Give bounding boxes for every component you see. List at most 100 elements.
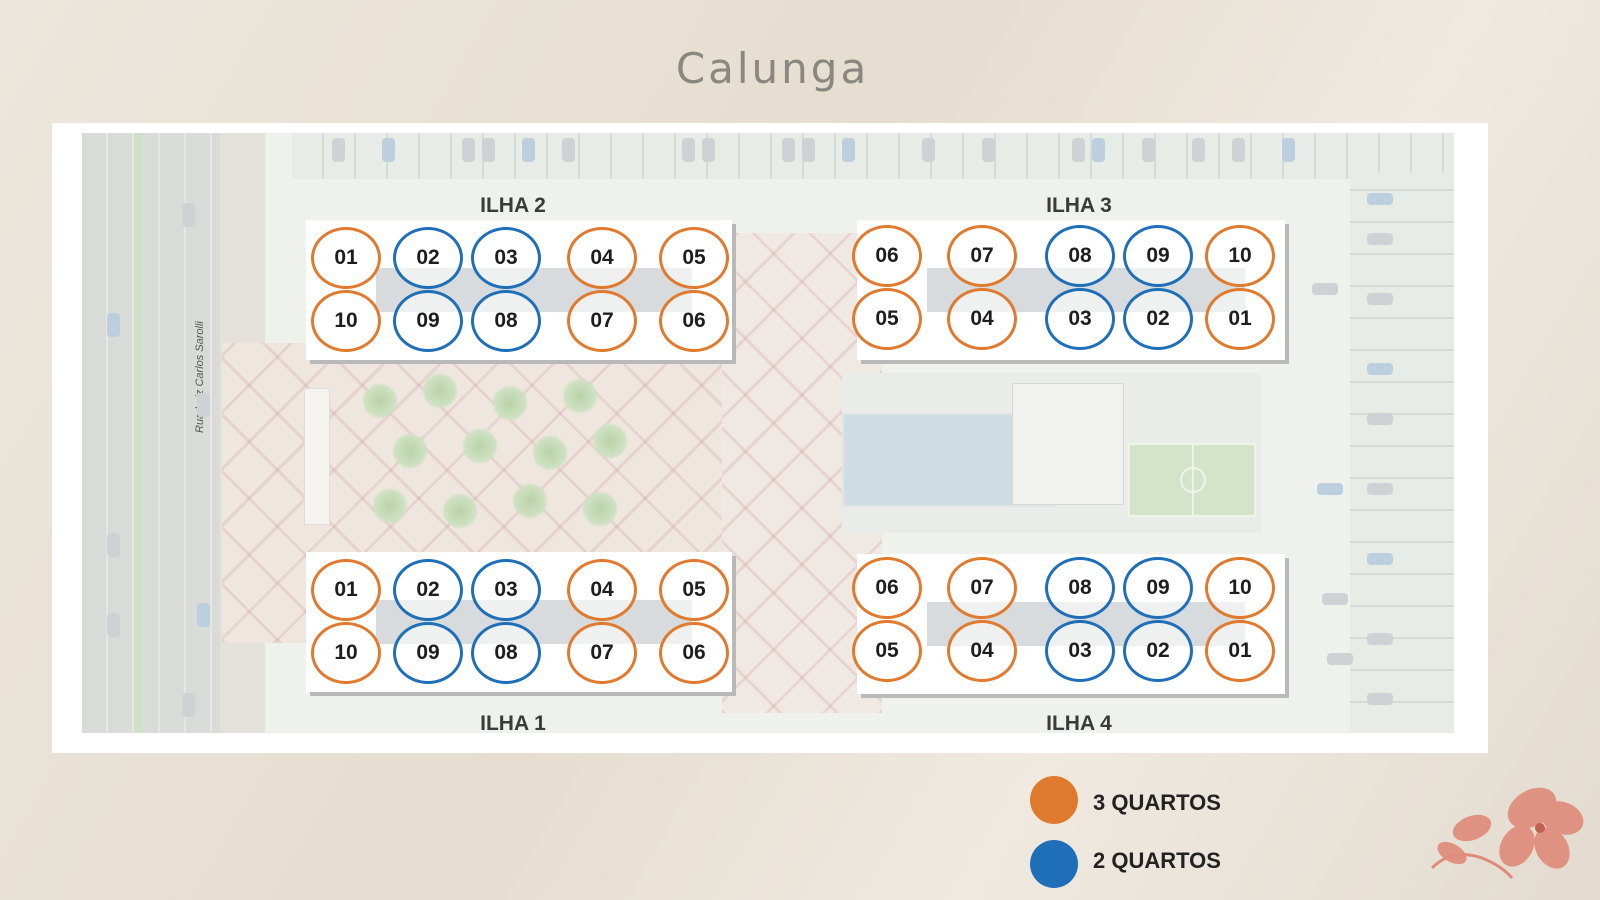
- ilha-4-unit-09[interactable]: 09: [1123, 557, 1193, 619]
- leisure-area: [842, 373, 1262, 533]
- ilha-3-unit-07[interactable]: 07: [947, 225, 1017, 287]
- ilha-1-unit-09[interactable]: 09: [393, 622, 463, 684]
- tree-icon: [422, 373, 458, 409]
- parked-car-icon: [922, 138, 935, 162]
- ilha-3-unit-01[interactable]: 01: [1205, 288, 1275, 350]
- parked-car-icon: [1282, 138, 1295, 162]
- parked-car-icon: [802, 138, 815, 162]
- ilha-4-unit-02[interactable]: 02: [1123, 620, 1193, 682]
- parked-car-icon: [842, 138, 855, 162]
- parked-car-icon: [562, 138, 575, 162]
- ilha-4-unit-03[interactable]: 03: [1045, 620, 1115, 682]
- parked-car-icon: [1072, 138, 1085, 162]
- parked-car-icon: [1322, 593, 1348, 605]
- parked-car-icon: [1367, 363, 1393, 375]
- ilha-1-unit-03[interactable]: 03: [471, 559, 541, 621]
- ilha-1-unit-04[interactable]: 04: [567, 559, 637, 621]
- ilha-4-label: ILHA 4: [1046, 712, 1112, 735]
- parked-car-icon: [1367, 483, 1393, 495]
- legend-two-rooms-label: 2 QUARTOS: [1093, 848, 1221, 873]
- tree-icon: [442, 493, 478, 529]
- ilha-4-unit-06[interactable]: 06: [852, 557, 922, 619]
- tree-icon: [462, 428, 498, 464]
- legend-three-rooms-label: 3 QUARTOS: [1093, 790, 1221, 815]
- parked-car-icon: [522, 138, 535, 162]
- ilha-4-unit-04[interactable]: 04: [947, 620, 1017, 682]
- ilha-3-unit-10[interactable]: 10: [1205, 225, 1275, 287]
- parked-car-icon: [107, 613, 120, 637]
- tree-icon: [512, 483, 548, 519]
- ilha-1-label: ILHA 1: [480, 712, 546, 735]
- ilha-3-unit-09[interactable]: 09: [1123, 225, 1193, 287]
- tree-icon: [372, 488, 408, 524]
- ilha-2-unit-10[interactable]: 10: [311, 290, 381, 352]
- ilha-1-unit-07[interactable]: 07: [567, 622, 637, 684]
- ilha-2-unit-09[interactable]: 09: [393, 290, 463, 352]
- ilha-3-unit-04[interactable]: 04: [947, 288, 1017, 350]
- ilha-1-unit-06[interactable]: 06: [659, 622, 729, 684]
- parked-car-icon: [107, 313, 120, 337]
- parked-car-icon: [1092, 138, 1105, 162]
- ilha-4-unit-01[interactable]: 01: [1205, 620, 1275, 682]
- parked-car-icon: [1367, 293, 1393, 305]
- parked-car-icon: [107, 533, 120, 557]
- soccer-field: [1128, 443, 1256, 517]
- parked-car-icon: [1367, 693, 1393, 705]
- parked-car-icon: [1367, 193, 1393, 205]
- parked-car-icon: [1232, 138, 1245, 162]
- ilha-3-unit-08[interactable]: 08: [1045, 225, 1115, 287]
- parked-car-icon: [982, 138, 995, 162]
- parked-car-icon: [1367, 633, 1393, 645]
- parked-car-icon: [682, 138, 695, 162]
- median-strip: [134, 133, 142, 733]
- legend-two-rooms-swatch: [1030, 840, 1078, 888]
- hibiscus-decoration-icon: [1430, 787, 1584, 879]
- parked-car-icon: [1367, 553, 1393, 565]
- ilha-4-unit-07[interactable]: 07: [947, 557, 1017, 619]
- parking-right: [1350, 173, 1454, 733]
- ilha-3-unit-02[interactable]: 02: [1123, 288, 1193, 350]
- ilha-1-unit-02[interactable]: 02: [393, 559, 463, 621]
- parked-car-icon: [462, 138, 475, 162]
- tree-icon: [392, 433, 428, 469]
- ilha-2-unit-06[interactable]: 06: [659, 290, 729, 352]
- legend-three-rooms-swatch: [1030, 776, 1078, 824]
- ilha-4-unit-10[interactable]: 10: [1205, 557, 1275, 619]
- tree-icon: [362, 383, 398, 419]
- parked-car-icon: [1367, 413, 1393, 425]
- ilha-1-unit-08[interactable]: 08: [471, 622, 541, 684]
- ilha-3-unit-03[interactable]: 03: [1045, 288, 1115, 350]
- ilha-2-unit-04[interactable]: 04: [567, 227, 637, 289]
- ilha-3-label: ILHA 3: [1046, 194, 1112, 217]
- tree-icon: [562, 378, 598, 414]
- parked-car-icon: [382, 138, 395, 162]
- ilha-1-unit-05[interactable]: 05: [659, 559, 729, 621]
- tree-icon: [592, 423, 628, 459]
- parked-car-icon: [1192, 138, 1205, 162]
- parked-car-icon: [1327, 653, 1353, 665]
- parked-car-icon: [702, 138, 715, 162]
- ilha-2-unit-03[interactable]: 03: [471, 227, 541, 289]
- tree-icon: [582, 491, 618, 527]
- parked-car-icon: [1317, 483, 1343, 495]
- parked-car-icon: [1312, 283, 1338, 295]
- tree-icon: [492, 385, 528, 421]
- parked-car-icon: [182, 693, 195, 717]
- ilha-1-unit-01[interactable]: 01: [311, 559, 381, 621]
- parked-car-icon: [1142, 138, 1155, 162]
- page-title: Calunga: [675, 44, 870, 93]
- parked-car-icon: [182, 203, 195, 227]
- ilha-4-unit-08[interactable]: 08: [1045, 557, 1115, 619]
- ilha-2-unit-07[interactable]: 07: [567, 290, 637, 352]
- ilha-4-unit-05[interactable]: 05: [852, 620, 922, 682]
- parked-car-icon: [482, 138, 495, 162]
- ilha-3-unit-06[interactable]: 06: [852, 225, 922, 287]
- ilha-2-unit-02[interactable]: 02: [393, 227, 463, 289]
- field-center-circle: [1180, 467, 1206, 493]
- ilha-3-unit-05[interactable]: 05: [852, 288, 922, 350]
- ilha-2-unit-05[interactable]: 05: [659, 227, 729, 289]
- ilha-2-unit-08[interactable]: 08: [471, 290, 541, 352]
- parked-car-icon: [197, 603, 210, 627]
- ilha-2-unit-01[interactable]: 01: [311, 227, 381, 289]
- ilha-1-unit-10[interactable]: 10: [311, 622, 381, 684]
